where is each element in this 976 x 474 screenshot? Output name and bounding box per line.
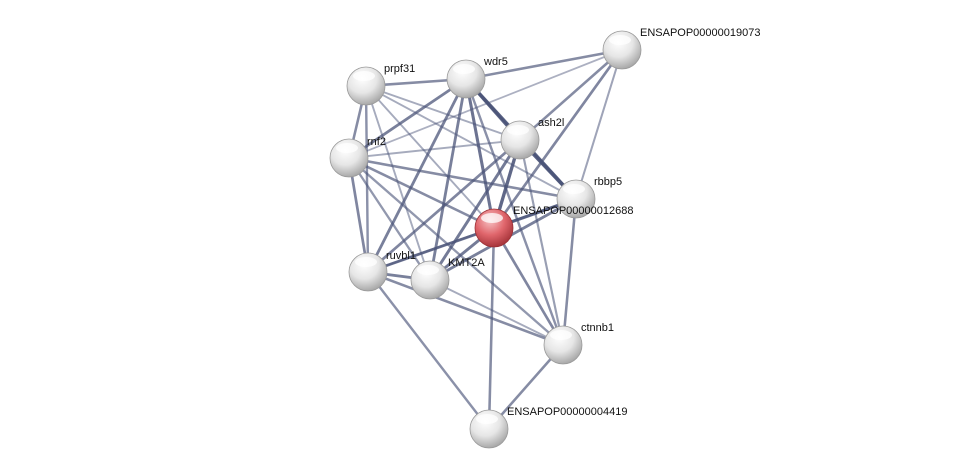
edge-prpf31-ENSAPOP00000012688 bbox=[365, 85, 495, 229]
edge-wdr5-KMT2A bbox=[428, 77, 468, 282]
edge-prpf31-rbbp5 bbox=[365, 85, 577, 200]
node-label: ENSAPOP00000019073 bbox=[640, 27, 760, 39]
node-rnf2[interactable]: rnf2 bbox=[329, 136, 386, 178]
node-KMT2A[interactable]: KMT2A bbox=[410, 257, 485, 300]
edge-rnf2-rbbp5 bbox=[347, 156, 578, 201]
node-label: rbbp5 bbox=[594, 176, 622, 188]
edge-KMT2A-ctnnb1 bbox=[429, 279, 564, 346]
node-ruvbl1[interactable]: ruvbl1 bbox=[348, 250, 416, 292]
node-highlight bbox=[550, 330, 572, 340]
node-label: KMT2A bbox=[448, 257, 485, 269]
edge-wdr5-ruvbl1 bbox=[366, 77, 468, 274]
edge-wdr5-rnf2 bbox=[347, 77, 468, 160]
node-label: rnf2 bbox=[367, 136, 386, 148]
edge-ash2l-rnf2 bbox=[348, 139, 521, 159]
node-wdr5[interactable]: wdr5 bbox=[446, 56, 508, 99]
edge-ruvbl1-ctnnb1 bbox=[366, 270, 565, 347]
edge-ENSAPOP00000019073-rbbp5 bbox=[574, 48, 624, 201]
node-highlight bbox=[453, 64, 475, 74]
node-ENSAPOP00000019073[interactable]: ENSAPOP00000019073 bbox=[602, 27, 760, 70]
node-ash2l[interactable]: ash2l bbox=[500, 117, 564, 160]
edge-ENSAPOP00000012688-ruvbl1 bbox=[366, 226, 496, 274]
node-label: ENSAPOP00000012688 bbox=[513, 205, 633, 217]
node-label: wdr5 bbox=[483, 56, 508, 68]
edge-rnf2-KMT2A bbox=[347, 156, 432, 282]
node-ctnnb1[interactable]: ctnnb1 bbox=[543, 322, 614, 365]
node-label: ash2l bbox=[538, 117, 564, 129]
edge-rnf2-ENSAPOP00000012688 bbox=[347, 156, 496, 230]
edge-ash2l-ruvbl1 bbox=[366, 138, 522, 274]
node-prpf31[interactable]: prpf31 bbox=[346, 63, 415, 106]
node-highlight bbox=[507, 125, 529, 135]
node-highlight bbox=[609, 35, 631, 45]
edge-ENSAPOP00000012688-ENSAPOP00000004419 bbox=[487, 226, 496, 431]
node-layer: prpf31 wdr5 ENSAPOP00000019073 ash2l rnf2 rbb… bbox=[329, 27, 760, 449]
edge-ash2l-KMT2A bbox=[428, 138, 522, 282]
node-ENSAPOP00000004419[interactable]: ENSAPOP00000004419 bbox=[469, 406, 627, 449]
node-label: prpf31 bbox=[384, 63, 415, 75]
edge-ENSAPOP00000019073-rnf2 bbox=[348, 49, 623, 159]
edge-prpf31-ruvbl1 bbox=[364, 84, 370, 274]
node-rbbp5[interactable]: rbbp5 bbox=[556, 176, 622, 219]
node-highlight bbox=[481, 213, 503, 223]
node-highlight bbox=[353, 71, 375, 81]
edge-wdr5-ENSAPOP00000019073 bbox=[464, 48, 624, 81]
edge-ENSAPOP00000012688-ctnnb1 bbox=[492, 226, 565, 347]
node-label: ruvbl1 bbox=[386, 250, 416, 262]
node-label: ctnnb1 bbox=[581, 322, 614, 334]
node-highlight bbox=[476, 414, 498, 424]
edge-prpf31-ash2l bbox=[365, 85, 521, 141]
edge-ruvbl1-ENSAPOP00000004419 bbox=[366, 270, 491, 431]
edge-wdr5-ctnnb1 bbox=[464, 77, 565, 347]
node-label: ENSAPOP00000004419 bbox=[507, 406, 627, 418]
node-highlight bbox=[355, 257, 377, 267]
edge-rbbp5-ctnnb1 bbox=[561, 197, 578, 347]
node-highlight bbox=[563, 184, 585, 194]
edge-ENSAPOP00000019073-ENSAPOP00000012688 bbox=[492, 48, 624, 230]
node-highlight bbox=[336, 143, 358, 153]
edge-wdr5-ENSAPOP00000012688 bbox=[464, 77, 496, 230]
node-ENSAPOP00000012688[interactable]: ENSAPOP00000012688 bbox=[474, 205, 633, 248]
edge-rnf2-ctnnb1 bbox=[347, 156, 565, 347]
edge-ENSAPOP00000019073-ash2l bbox=[518, 48, 624, 142]
node-highlight bbox=[417, 265, 439, 275]
edge-ash2l-ctnnb1 bbox=[518, 138, 565, 347]
